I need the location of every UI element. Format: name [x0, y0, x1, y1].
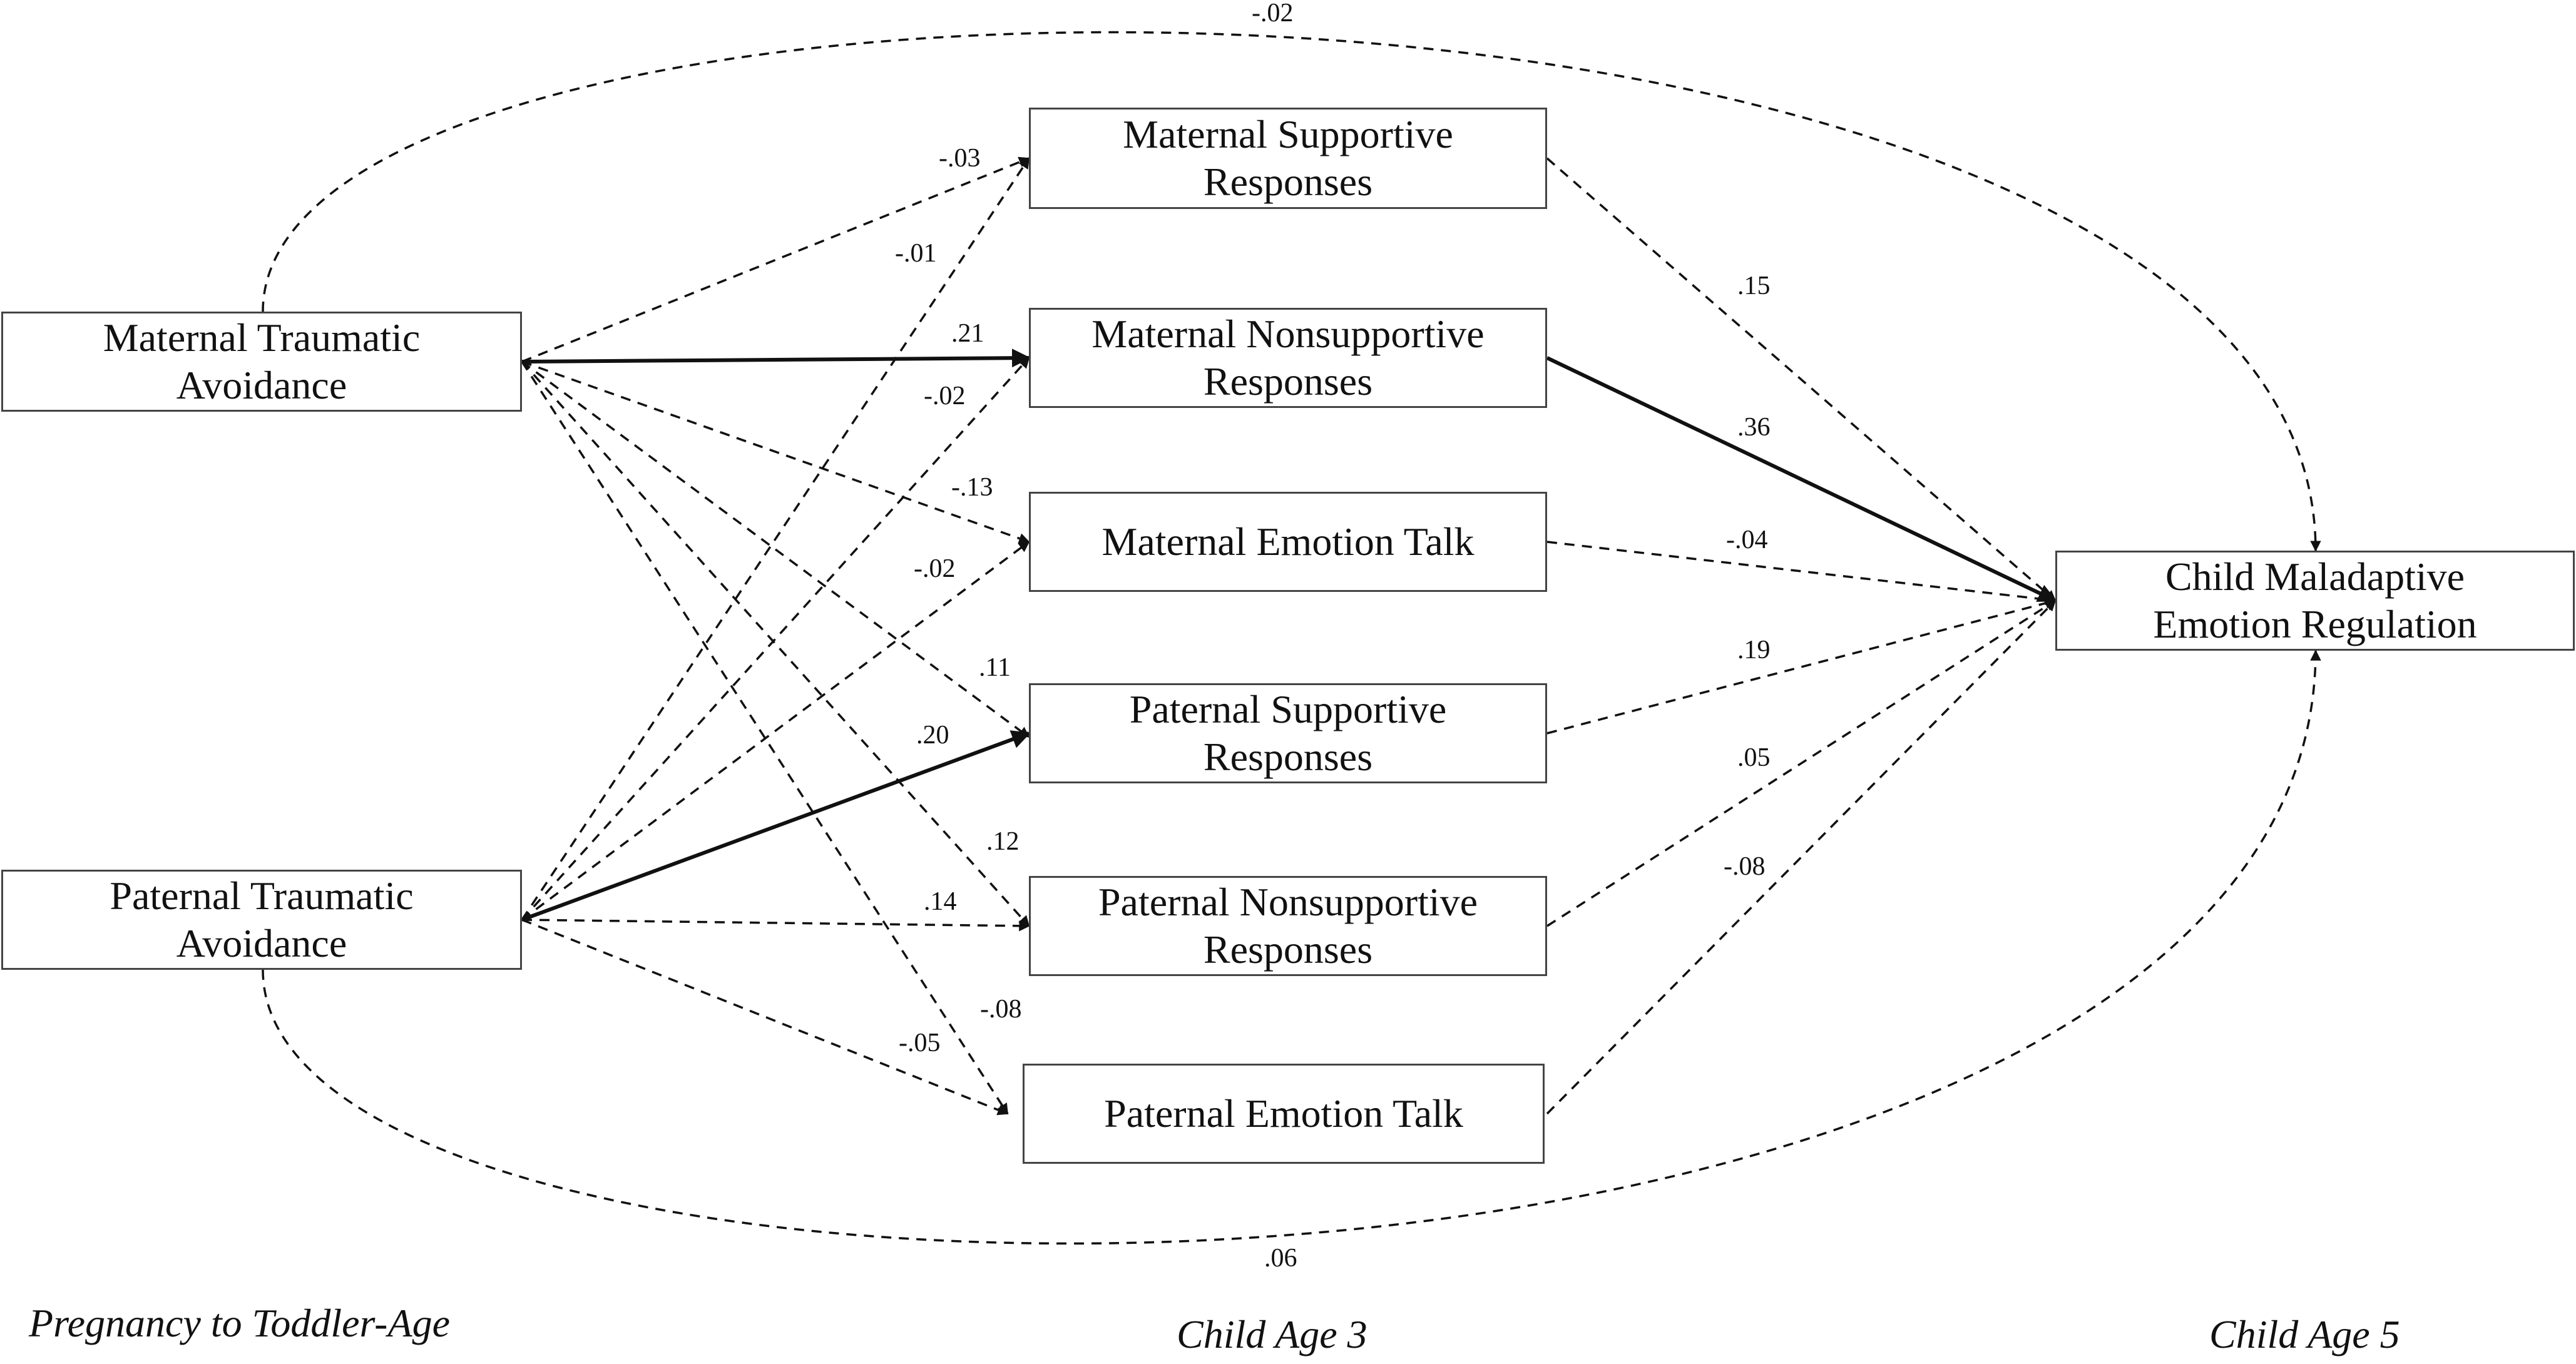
- node-child-maladaptive-emotion-regulation: Child Maladaptive Emotion Regulation: [2055, 551, 2575, 651]
- path-arrow-pta-mnr: [521, 357, 1030, 921]
- path-arrow-mta-cmer: [262, 31, 2321, 552]
- coef-label-pta-mnr: -.02: [924, 382, 966, 410]
- coef-label-pta-cmer: .06: [1264, 1244, 1297, 1273]
- path-arrow-pta-cmer: [262, 649, 2321, 1245]
- coef-label-pta-met: -.02: [914, 554, 956, 583]
- coef-label-mta-psr: .11: [979, 653, 1011, 682]
- path-arrow-mta-msr: [521, 156, 1030, 363]
- coef-label-mta-pnr: .12: [986, 827, 1020, 856]
- node-paternal-traumatic-avoidance: Paternal Traumatic Avoidance: [1, 870, 522, 970]
- coef-label-mta-cmer: -.02: [1252, 0, 1294, 28]
- coef-label-msr-cmer: .15: [1737, 272, 1771, 300]
- coef-label-pet-cmer: -.08: [1724, 852, 1766, 881]
- path-arrow-mta-met: [521, 360, 1030, 544]
- path-arrow-pnr-cmer: [1546, 599, 2057, 927]
- coef-label-psr-cmer: .19: [1737, 636, 1771, 664]
- node-label: Maternal Supportive Responses: [1123, 112, 1453, 204]
- coef-label-mta-msr: -.03: [939, 144, 981, 173]
- path-arrow-msr-cmer: [1546, 157, 2057, 602]
- path-arrow-mta-mnr: [521, 349, 1031, 368]
- coef-label-mnr-cmer: .36: [1737, 413, 1771, 442]
- path-arrow-pta-psr: [521, 730, 1031, 922]
- path-arrow-mnr-cmer: [1546, 356, 2057, 603]
- path-arrow-mta-psr: [521, 360, 1030, 738]
- node-paternal-supportive-responses: Paternal Supportive Responses: [1029, 683, 1547, 783]
- node-label: Child Maladaptive Emotion Regulation: [2153, 554, 2477, 646]
- coef-label-pta-pet: -.05: [899, 1029, 941, 1057]
- path-arrow-pta-msr: [521, 157, 1030, 920]
- path-arrow-mta-pnr: [521, 360, 1030, 927]
- node-label: Paternal Supportive Responses: [1129, 687, 1447, 779]
- node-label: Maternal Traumatic Avoidance: [103, 315, 421, 407]
- period-label-pregnancy-to-toddler: Pregnancy to Toddler-Age: [29, 1301, 450, 1345]
- coef-label-pta-msr: -.01: [895, 239, 937, 268]
- node-label: Maternal Nonsupportive Responses: [1091, 312, 1485, 404]
- path-arrow-pta-pnr: [521, 919, 1030, 932]
- coef-label-mta-pet: -.08: [980, 995, 1022, 1024]
- path-arrow-pta-pet: [521, 919, 1009, 1116]
- node-label: Paternal Nonsupportive Responses: [1098, 880, 1478, 972]
- coef-label-pta-pnr: .14: [924, 887, 957, 916]
- period-label-child-age-5: Child Age 5: [2209, 1312, 2400, 1356]
- coef-label-mta-met: -.13: [951, 473, 993, 502]
- node-maternal-nonsupportive-responses: Maternal Nonsupportive Responses: [1029, 308, 1547, 408]
- node-maternal-emotion-talk: Maternal Emotion Talk: [1029, 492, 1547, 592]
- path-arrow-met-cmer: [1546, 541, 2057, 605]
- node-paternal-nonsupportive-responses: Paternal Nonsupportive Responses: [1029, 876, 1547, 976]
- path-arrow-pet-cmer: [1546, 599, 2057, 1115]
- path-arrow-psr-cmer: [1546, 598, 2057, 735]
- node-paternal-emotion-talk: Paternal Emotion Talk: [1023, 1064, 1545, 1164]
- node-maternal-supportive-responses: Maternal Supportive Responses: [1029, 108, 1547, 209]
- coef-label-pta-psr: .20: [916, 721, 949, 750]
- coef-label-mta-mnr: .21: [951, 319, 984, 348]
- node-maternal-traumatic-avoidance: Maternal Traumatic Avoidance: [1, 312, 522, 412]
- path-arrow-pta-met: [521, 541, 1030, 921]
- coef-label-met-cmer: -.04: [1726, 526, 1768, 554]
- node-label: Maternal Emotion Talk: [1101, 519, 1475, 564]
- node-label: Paternal Traumatic Avoidance: [110, 873, 414, 965]
- coef-label-pnr-cmer: .05: [1737, 743, 1771, 772]
- node-label: Paternal Emotion Talk: [1104, 1091, 1463, 1136]
- period-label-child-age-3: Child Age 3: [1177, 1312, 1367, 1356]
